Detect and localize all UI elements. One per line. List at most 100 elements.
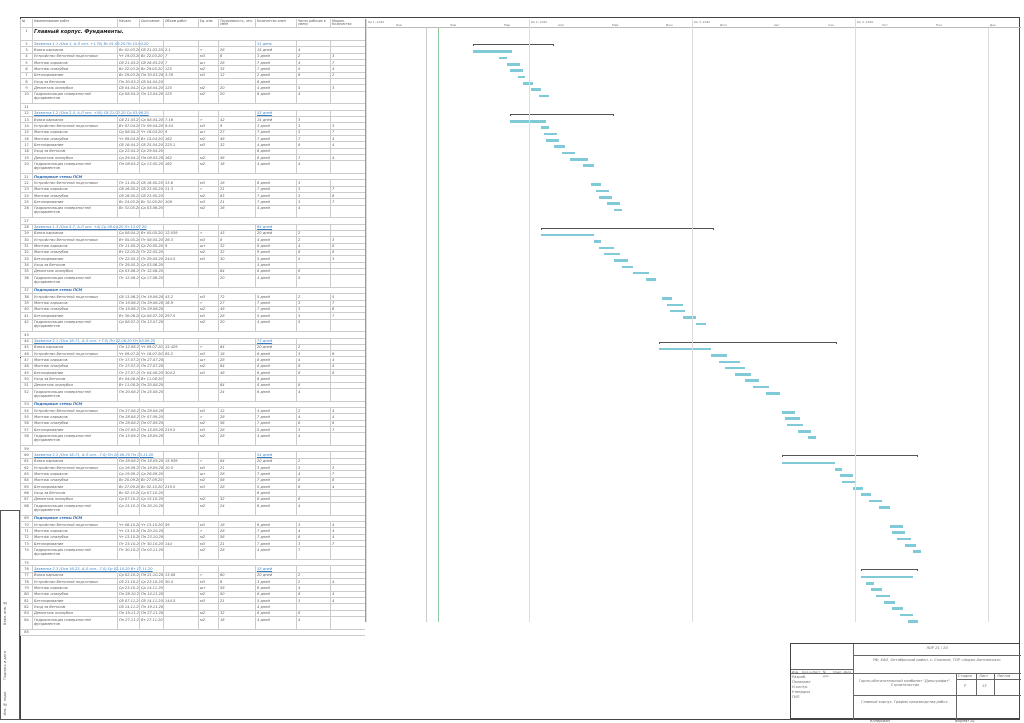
table-cell: 6	[330, 306, 365, 313]
table-cell: 59	[163, 522, 198, 528]
table-cell: Ср 03.06.20	[117, 268, 139, 275]
table-cell: 72	[218, 294, 255, 300]
table-cell: 3	[296, 427, 330, 433]
table-cell: 31	[20, 243, 32, 249]
table-cell: 3	[296, 351, 330, 357]
table-cell: 60	[20, 452, 32, 458]
task-bar	[871, 588, 882, 591]
task-bar	[541, 233, 594, 237]
table-cell: 50	[20, 376, 32, 382]
table-cell: Пн 08.05.20	[117, 161, 139, 173]
table-cell: 3	[296, 116, 330, 123]
table-cell: 20	[218, 275, 255, 287]
table-cell: 2 дней	[255, 72, 296, 78]
table-cell: Захватка 2.1 (Оси 16-71, А-Л осн. +7.0) …	[32, 338, 255, 344]
table-cell: 3	[296, 313, 330, 319]
table-cell: Ср 03.06.20	[139, 262, 163, 268]
table-cell: 144.5	[163, 598, 198, 604]
table-cell: Пн 20.08.20	[139, 382, 163, 389]
table-cell: 108	[163, 199, 198, 205]
table-cell: 11.3	[163, 186, 198, 192]
table-cell: 28	[20, 224, 32, 230]
table-cell: Вязка каркасов	[32, 572, 117, 578]
table-cell	[330, 148, 365, 154]
timeline-month-label: Янв	[396, 23, 402, 27]
table-row: 59	[20, 446, 365, 453]
table-cell: Пт 22.05.20	[117, 256, 139, 262]
table-cell: Гидроизоляция поверхностей фундаментов	[32, 433, 117, 446]
table-cell	[330, 585, 365, 591]
task-bar	[598, 246, 615, 250]
table-cell: 20 дней	[255, 344, 296, 351]
table-cell: Подпорные стены ПСМ	[32, 401, 117, 408]
table-cell: 6 дней	[255, 490, 296, 496]
table-cell: м2	[198, 319, 218, 332]
task-bar	[879, 506, 890, 509]
task-bar	[905, 544, 916, 547]
table-cell: Ср 13.05.20	[139, 161, 163, 173]
task-bar	[866, 582, 874, 585]
table-cell: 4 дней	[255, 408, 296, 414]
table-cell: Сб 07.11.20	[117, 598, 139, 604]
table-cell: 6 дней	[255, 148, 296, 154]
table-cell	[163, 503, 198, 515]
table-cell	[198, 376, 218, 382]
object-name: Горно-обогатительный комбинат "Дальграфи…	[858, 679, 951, 687]
table-cell: Пт 29.05.20	[139, 256, 163, 262]
table-cell: Гидроизоляция поверхностей фундаментов	[32, 547, 117, 560]
table-cell: Гидроизоляция поверхностей фундаментов	[32, 161, 117, 173]
table-cell: 33.6	[163, 180, 198, 186]
table-cell	[163, 477, 198, 484]
table-cell	[198, 275, 218, 287]
table-cell: 8	[20, 78, 32, 85]
table-cell: 28	[218, 59, 255, 66]
table-cell: 4	[330, 534, 365, 541]
table-cell	[163, 224, 198, 230]
table-cell: м3	[198, 579, 218, 585]
table-cell	[198, 262, 218, 268]
task-bar	[913, 550, 922, 553]
side-stamp: Взам. инв. № Подпись и дата Инв. № подл.	[0, 510, 20, 720]
signature-role: Проверил	[792, 680, 811, 684]
table-cell: Пн 20.10.20	[139, 528, 163, 534]
table-cell: Пт 17.07.20	[117, 363, 139, 370]
table-cell: Устройство бетонной подготовки	[32, 180, 117, 186]
table-cell	[330, 180, 365, 186]
table-cell: Пн 13.04.20	[139, 91, 163, 104]
table-cell: 4 дней	[255, 262, 296, 268]
table-cell	[163, 275, 198, 287]
table-cell	[198, 382, 218, 389]
table-cell: 64	[218, 363, 255, 370]
table-cell	[163, 534, 198, 541]
table-cell: м3	[198, 427, 218, 433]
table-cell: 3	[296, 465, 330, 471]
timeline-month-label: Апр	[558, 23, 564, 27]
table-cell: 7 дней	[255, 199, 296, 205]
stage-label: Стадия	[958, 674, 972, 678]
table-cell: 1	[20, 28, 32, 40]
table-cell: 7	[330, 186, 365, 192]
table-cell: Сб 13.06.20	[117, 294, 139, 300]
table-cell	[198, 566, 218, 572]
table-cell: Пн 19.09.20	[139, 465, 163, 471]
table-cell	[163, 547, 198, 560]
table-cell: м2	[198, 477, 218, 484]
table-cell: 24	[218, 503, 255, 515]
table-cell: 72	[20, 534, 32, 541]
table-cell	[296, 566, 330, 572]
task-bar	[884, 601, 895, 604]
table-cell: 5	[296, 319, 330, 332]
table-cell: 6	[20, 66, 32, 72]
table-cell: 51	[20, 382, 32, 389]
task-bar	[541, 126, 549, 129]
table-cell: м2	[198, 363, 218, 370]
